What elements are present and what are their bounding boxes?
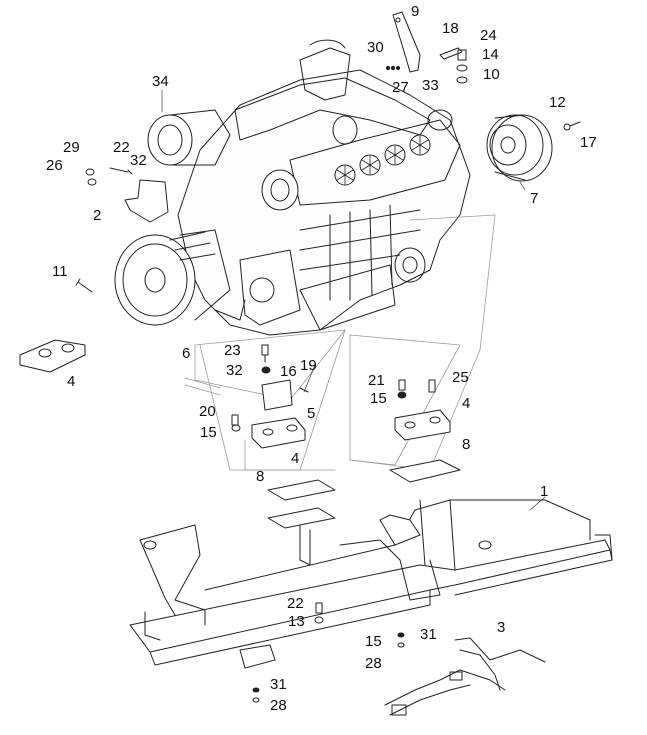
bracket-part-2 (75, 167, 169, 293)
callout-14: 14 (482, 46, 499, 63)
callout-31-bottom: 31 (270, 676, 287, 693)
callout-4-right: 4 (462, 395, 471, 412)
callout-15-right: 15 (370, 390, 387, 407)
engine-assembly (114, 39, 471, 336)
callout-24: 24 (480, 27, 497, 44)
plates-part-8 (267, 459, 461, 529)
callout-33: 33 (422, 77, 439, 94)
bracket-part-9 (392, 11, 421, 73)
callout-8-right: 8 (462, 436, 471, 453)
callout-7: 7 (530, 190, 539, 207)
callout-30: 30 (367, 39, 384, 56)
bottom-fasteners (252, 602, 405, 703)
callout-16: 16 (280, 363, 297, 380)
callout-1: 1 (540, 483, 549, 500)
callout-12: 12 (549, 94, 566, 111)
callout-4-left: 4 (67, 373, 76, 390)
callout-10: 10 (483, 66, 500, 83)
engine-pads-part-4 (251, 409, 451, 449)
callout-21: 21 (368, 372, 385, 389)
callout-31-center: 31 (420, 626, 437, 643)
callout-15-left: 15 (200, 424, 217, 441)
callout-13: 13 (288, 613, 305, 630)
callout-11: 11 (52, 263, 68, 280)
callout-4-center: 4 (291, 450, 300, 467)
callout-9: 9 (411, 3, 420, 20)
callout-26: 26 (46, 157, 63, 174)
callout-6: 6 (182, 345, 191, 362)
center-fasteners (231, 344, 436, 432)
callout-2: 2 (93, 207, 102, 224)
frame-part-1 (129, 499, 613, 669)
callout-28-bottom: 28 (270, 697, 287, 714)
pulley-part-7 (486, 114, 553, 182)
callout-19: 19 (300, 357, 317, 374)
callout-20: 20 (199, 403, 216, 420)
callout-27: 27 (392, 79, 409, 96)
callout-18: 18 (442, 20, 459, 37)
callout-3: 3 (497, 619, 506, 636)
top-fasteners (385, 47, 581, 131)
callout-5: 5 (307, 405, 316, 422)
callout-22-bottom: 22 (287, 595, 304, 612)
callout-34: 34 (152, 73, 169, 90)
mount-outline-planes (184, 214, 496, 471)
callout-25: 25 (452, 369, 469, 386)
left-mount-part-4 (19, 339, 86, 373)
callout-32-top: 32 (130, 152, 147, 169)
callout-29: 29 (63, 139, 80, 156)
callout-23: 23 (224, 342, 241, 359)
callout-32-center: 32 (226, 362, 243, 379)
callout-8-left: 8 (256, 468, 265, 485)
callout-22-top: 22 (113, 139, 130, 156)
leader-lines (161, 89, 546, 511)
callout-15-bottom: 15 (365, 633, 382, 650)
callout-28-center: 28 (365, 655, 382, 672)
harness-part-3 (384, 637, 546, 716)
callout-17: 17 (580, 134, 597, 151)
